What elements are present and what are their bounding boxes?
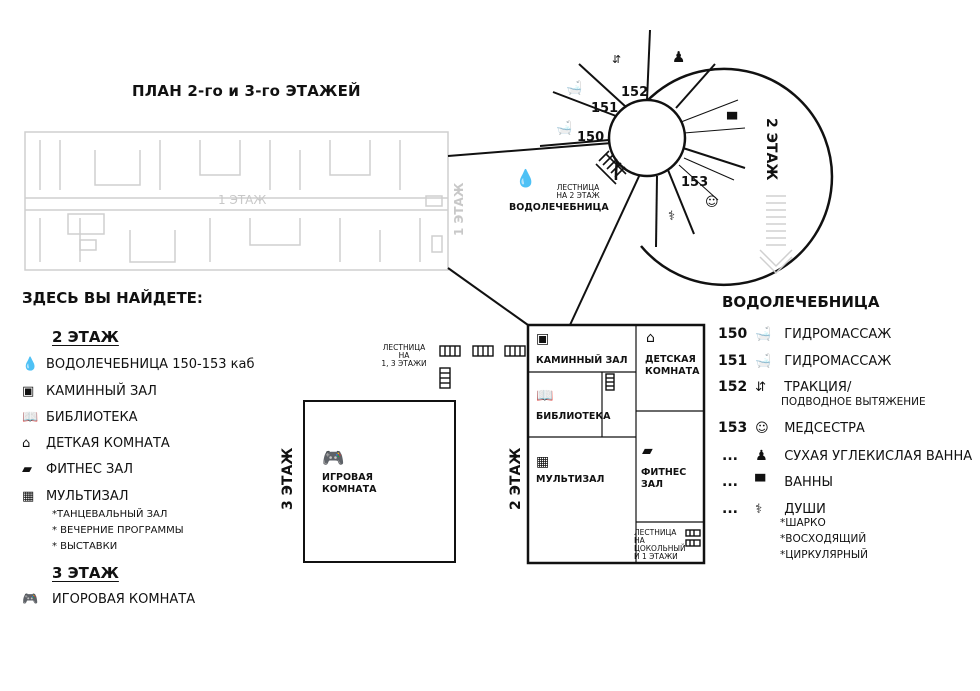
book-icon: 📖 xyxy=(536,388,554,404)
ground-floor-label: 1 ЭТАЖ xyxy=(218,193,267,207)
shower-icon: ⚕ xyxy=(668,209,676,224)
vodo-item: 153 ☺ МЕДСЕСТРА xyxy=(718,420,865,436)
ground-floor-plan xyxy=(24,131,449,271)
game-room-outline xyxy=(303,400,456,563)
nurse-icon: ☺ xyxy=(705,195,719,210)
legend-item: ▦МУЛЬТИЗАЛ xyxy=(22,489,129,504)
yoga-mat-icon: ▰ xyxy=(22,462,32,477)
traction-icon: ⇵ xyxy=(612,53,622,66)
hydrotherapy-icon: 💧 xyxy=(22,357,39,372)
vodo-item: 152 ⇵ ТРАКЦИЯ/ xyxy=(718,379,852,395)
bathtub-icon: ▀ xyxy=(755,475,766,490)
shower-icon: ⚕ xyxy=(755,502,763,517)
gamepad-icon: 🎮 xyxy=(22,592,39,607)
hydrotherapy-icon: 💧 xyxy=(515,169,537,189)
room-152: 152 xyxy=(621,85,649,100)
room-multi-label: МУЛЬТИЗАЛ xyxy=(536,474,605,485)
floor2-plan-outline xyxy=(526,323,706,565)
legend-item: 💧ВОДОЛЕЧЕБНИЦА 150-153 каб xyxy=(22,357,255,372)
legend-note: *ТАНЦЕВАЛЬНЫЙ ЗАЛ xyxy=(52,509,168,520)
multihall-icon: ▦ xyxy=(22,489,35,504)
down-arrow-icon xyxy=(759,195,793,275)
legend-floor2-title: 2 ЭТАЖ xyxy=(52,328,119,346)
vodo-subnote: *ШАРКО xyxy=(780,517,826,529)
circle-floor-label: 2 ЭТАЖ xyxy=(763,118,779,181)
connector-lines xyxy=(447,142,642,326)
massage-bath-icon: 🛁 xyxy=(566,81,583,96)
page-title: ПЛАН 2-го и 3-го ЭТАЖЕЙ xyxy=(132,82,361,100)
legend-floor3-title: 3 ЭТАЖ xyxy=(52,564,119,582)
vodo-subnote: ПОДВОДНОЕ ВЫТЯЖЕНИЕ xyxy=(781,396,926,408)
vodo-subnote: *ЦИРКУЛЯРНЫЙ xyxy=(780,549,868,561)
fireplace-icon: ▣ xyxy=(22,384,35,399)
room-150: 150 xyxy=(577,130,605,145)
vodo-item: 151 🛁 ГИДРОМАССАЖ xyxy=(718,353,892,369)
room-151: 151 xyxy=(591,101,619,116)
legend-note: * ВЫСТАВКИ xyxy=(52,541,118,552)
nurse-icon: ☺ xyxy=(755,421,769,436)
book-icon: 📖 xyxy=(22,410,39,425)
room-fireplace-label: КАМИННЫЙ ЗАЛ xyxy=(536,355,628,366)
massage-bath-icon: 🛁 xyxy=(755,327,772,342)
floor2-side-label: 2 ЭТАЖ xyxy=(508,447,524,510)
stairs-caption: ЛЕСТНИЦА НА ЦОКОЛЬНЫЙ И 1 ЭТАЖИ xyxy=(634,528,686,561)
massage-bath-icon: 🛁 xyxy=(755,354,772,369)
stairs-icon xyxy=(595,150,627,185)
floor3-side-label: 3 ЭТАЖ xyxy=(280,447,296,510)
bathtub-icon: ▀ xyxy=(727,113,737,128)
legend-item: ▰ФИТНЕС ЗАЛ xyxy=(22,462,134,477)
legend-heading: ЗДЕСЬ ВЫ НАЙДЕТЕ: xyxy=(22,289,203,307)
massage-bath-icon: 🛁 xyxy=(556,121,573,136)
yoga-mat-icon: ▰ xyxy=(642,443,653,459)
vodo-item: ... ♟ СУХАЯ УГЛЕКИСЛАЯ ВАННА xyxy=(722,448,973,464)
traction-icon: ⇵ xyxy=(755,380,766,395)
room-library-label: БИБЛИОТЕКА xyxy=(536,411,611,422)
legend-item: ⌂ДЕТКАЯ КОМНАТА xyxy=(22,436,170,451)
ground-floor-side-label: 1 ЭТАЖ xyxy=(452,182,466,237)
stairs-icon xyxy=(439,345,701,547)
gamepad-icon: 🎮 xyxy=(322,448,345,469)
vodo-title: ВОДОЛЕЧЕБНИЦА xyxy=(722,293,880,311)
legend-item: 🎮ИГОРОВАЯ КОМНАТА xyxy=(22,592,196,607)
person-icon: ♟ xyxy=(755,448,768,464)
vodo-item: 150 🛁 ГИДРОМАССАЖ xyxy=(718,326,892,342)
multihall-icon: ▦ xyxy=(536,454,550,470)
hydro-label: ВОДОЛЕЧЕБНИЦА xyxy=(509,202,609,213)
legend-item: ▣КАМИННЫЙ ЗАЛ xyxy=(22,384,157,399)
playground-icon: ⌂ xyxy=(646,330,655,346)
legend-note: * ВЕЧЕРНИЕ ПРОГРАММЫ xyxy=(52,525,184,536)
room-153: 153 xyxy=(681,175,709,190)
person-icon: ♟ xyxy=(672,48,686,66)
vodo-item: ... ⚕ ДУШИ xyxy=(722,501,826,517)
vodo-subnote: *ВОСХОДЯЩИЙ xyxy=(780,533,867,545)
playground-icon: ⌂ xyxy=(22,436,31,451)
vodo-item: ... ▀ ВАННЫ xyxy=(722,474,834,490)
legend-item: 📖БИБЛИОТЕКА xyxy=(22,410,138,425)
hydrotherapy-circle xyxy=(539,29,834,287)
fireplace-icon: ▣ xyxy=(536,331,550,347)
